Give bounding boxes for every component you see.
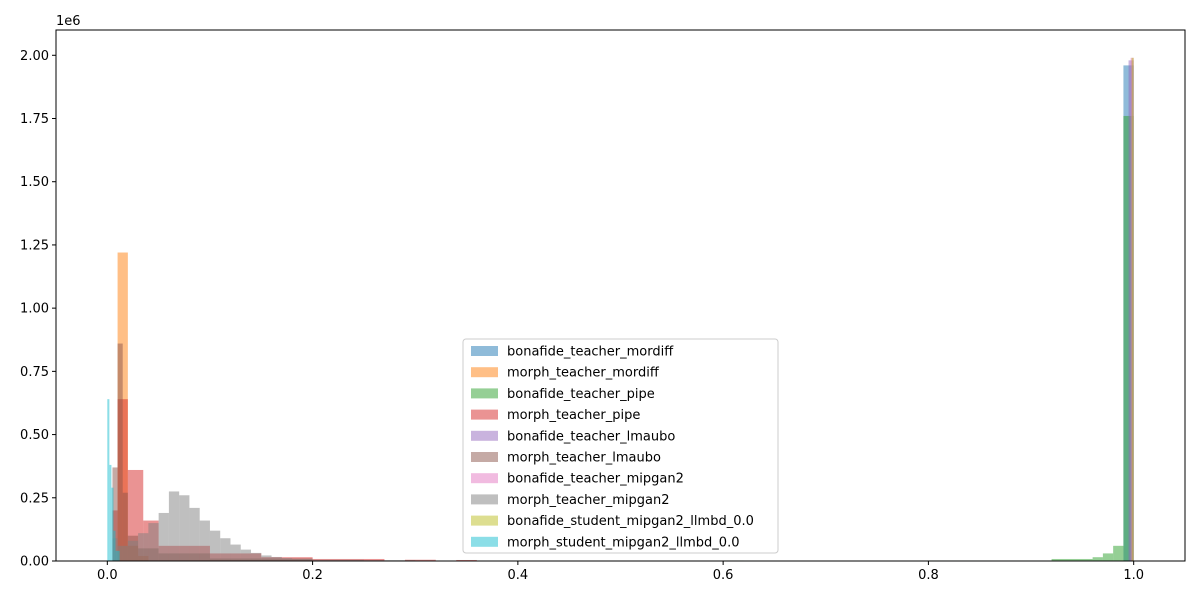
histogram-bar [261, 555, 272, 561]
x-tick-label: 0.8 [918, 568, 939, 583]
histogram-bar [1131, 57, 1134, 562]
histogram-bar [122, 492, 128, 561]
axes-layer: 0.0 0.2 0.4 0.6 0.8 1.0 0.00 0.25 0.50 0.75 1.00 1.… [20, 29, 1186, 583]
histogram-bar [115, 550, 120, 561]
histogram-bar [111, 487, 114, 561]
histogram-bar [117, 343, 123, 561]
legend-item: morph_student_mipgan2_llmbd_0.0 [471, 535, 739, 550]
x-tick-label: 0.6 [713, 568, 734, 583]
legend-swatch [471, 494, 498, 505]
histogram-bar [209, 530, 221, 561]
series-9 [107, 399, 120, 561]
histogram-bar [107, 399, 110, 561]
histogram-bar [220, 538, 231, 561]
histogram-bar [168, 491, 180, 561]
legend-swatch [471, 388, 498, 399]
legend-label: morph_teacher_pipe [507, 408, 640, 423]
legend-swatch [471, 409, 498, 420]
histogram-bar [199, 520, 210, 561]
y-tick-label: 0.75 [20, 365, 49, 380]
legend-swatch [471, 515, 498, 526]
legend-label: bonafide_teacher_mipgan2 [507, 472, 684, 487]
histogram-bar [292, 558, 313, 561]
legend-label: bonafide_teacher_mordiff [507, 345, 674, 360]
legend-swatch [471, 536, 498, 547]
legend-item: bonafide_teacher_mordiff [471, 345, 674, 360]
y-tick-label: 1.50 [20, 175, 49, 190]
legend-label: morph_teacher_lmaubo [507, 451, 661, 466]
y-tick-label: 1.00 [20, 302, 49, 317]
y-tick-label: 0.50 [20, 428, 49, 443]
legend-swatch [471, 452, 498, 462]
y-tick-label: 2.00 [20, 49, 49, 64]
y-tick-label: 1.25 [20, 238, 49, 253]
legend-item: bonafide_teacher_lmaubo [471, 429, 675, 444]
y-tick-label: 1.75 [20, 112, 49, 127]
histogram-bar [127, 540, 139, 561]
histogram-bar [113, 530, 116, 561]
legend-label: morph_teacher_mipgan2 [507, 493, 670, 508]
legend-item: bonafide_teacher_mipgan2 [471, 472, 684, 487]
histogram-bar [1102, 553, 1114, 561]
y-tick-label: 0.00 [20, 555, 49, 570]
histogram-bar [112, 467, 118, 561]
legend-item: morph_teacher_pipe [471, 408, 640, 423]
histogram-bar [404, 559, 436, 561]
histogram-bar [148, 523, 159, 561]
y-tick-label: 0.25 [20, 491, 49, 506]
histogram-bar [271, 556, 282, 561]
bars-layer [107, 57, 1134, 562]
histogram-bar [1051, 558, 1093, 561]
histogram-bar [1113, 545, 1124, 561]
histogram-bar [456, 559, 477, 561]
histogram-bar [281, 558, 293, 561]
legend-label: bonafide_teacher_lmaubo [507, 429, 675, 444]
x-tick-label: 0.4 [508, 568, 529, 583]
histogram-bar [189, 507, 200, 561]
legend-label: bonafide_student_mipgan2_llmbd_0.0 [507, 514, 754, 529]
legend-box [462, 338, 779, 554]
legend-item: bonafide_student_mipgan2_llmbd_0.0 [471, 514, 754, 529]
series-8 [1131, 57, 1134, 562]
x-tick-label: 1.0 [1123, 568, 1144, 583]
histogram-bar [117, 545, 128, 561]
histogram-bar [230, 544, 241, 561]
histogram-bar [138, 533, 149, 561]
x-tick-label: 0.2 [302, 568, 323, 583]
plot-frame [55, 29, 1186, 562]
legend-label: morph_teacher_mordiff [507, 366, 660, 381]
legend-swatch [471, 430, 498, 441]
histogram-bar [109, 464, 112, 561]
histogram-bar [240, 549, 252, 561]
legend-item: bonafide_teacher_pipe [471, 387, 655, 402]
legend-item: morph_teacher_mipgan2 [471, 493, 670, 508]
legend-swatch [471, 473, 498, 484]
histogram-bar [1092, 557, 1103, 561]
y-offset-label: 1e6 [56, 14, 81, 29]
histogram-bar [251, 552, 262, 561]
legend-item: morph_teacher_lmaubo [471, 451, 661, 466]
series-7 [112, 491, 416, 561]
legend-label: morph_student_mipgan2_llmbd_0.0 [507, 535, 739, 550]
legend-item: morph_teacher_mordiff [471, 366, 660, 381]
x-tick-label: 0.0 [97, 568, 118, 583]
histogram-bar [312, 559, 364, 561]
legend-swatch [471, 346, 498, 356]
histogram-bar [158, 512, 169, 561]
legend-swatch [471, 367, 498, 378]
series-2 [723, 115, 1134, 561]
histogram-bar [179, 495, 190, 561]
legend: bonafide_teacher_mordiff morph_teacher_mo… [462, 338, 779, 554]
legend-label: bonafide_teacher_pipe [507, 387, 655, 402]
